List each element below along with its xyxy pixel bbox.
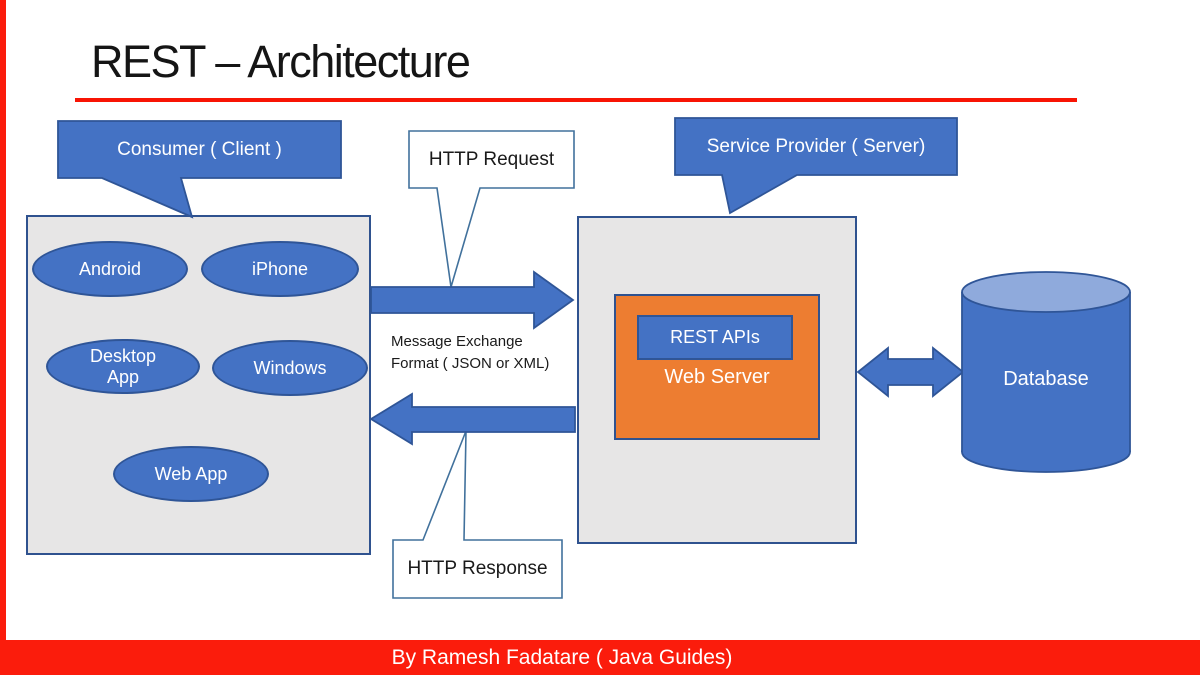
http-request-callout-label: HTTP Request	[428, 148, 555, 170]
left-red-strip	[0, 0, 6, 675]
client-node-web-app: Web App	[113, 446, 269, 502]
client-node-windows: Windows	[212, 340, 368, 396]
client-node-desktop-app: Desktop App	[46, 339, 200, 394]
client-node-iphone: iPhone	[201, 241, 359, 297]
page-title: REST – Architecture	[91, 36, 471, 87]
http-request-callout-shape	[408, 130, 575, 288]
server-database-arrow	[856, 346, 965, 398]
footer-bar: By Ramesh Fadatare ( Java Guides)	[0, 640, 1200, 675]
message-exchange-line1: Message Exchange	[391, 333, 523, 350]
web-server-label: Web Server	[664, 366, 770, 388]
message-exchange-line2: Format ( JSON or XML)	[391, 354, 550, 372]
title-underline	[75, 98, 1077, 102]
http-response-callout-shape	[392, 430, 563, 599]
consumer-callout-shape	[57, 120, 342, 219]
http-request-arrow	[370, 270, 575, 330]
database-cylinder-icon	[961, 271, 1131, 473]
http-response-arrow	[369, 392, 576, 446]
database-label: Database	[1003, 368, 1089, 390]
client-node-android: Android	[32, 241, 188, 297]
message-exchange-note: Message Exchange Format ( JSON or XML)	[391, 331, 549, 375]
http-response-callout-label: HTTP Response	[407, 558, 548, 579]
consumer-callout-label: Consumer ( Client )	[117, 138, 282, 160]
rest-apis-box: REST APIs	[637, 315, 793, 360]
service-provider-callout-label: Service Provider ( Server)	[706, 135, 926, 157]
footer-credit: By Ramesh Fadatare ( Java Guides)	[391, 645, 733, 669]
service-provider-callout-shape	[674, 117, 958, 215]
